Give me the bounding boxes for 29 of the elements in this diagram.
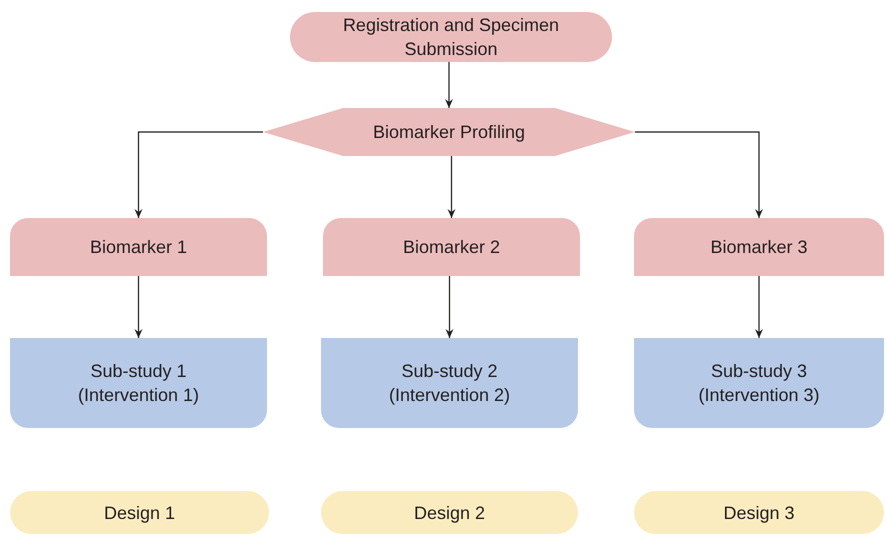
process-box xyxy=(321,491,578,534)
process-box xyxy=(634,218,884,276)
process-box xyxy=(321,338,578,428)
node-label: Registration and Specimen Submission xyxy=(342,14,560,61)
node-label: Design 2 xyxy=(414,502,486,524)
process-box xyxy=(323,218,580,276)
arrow xyxy=(755,276,763,338)
node-label: Sub-study 3 (Intervention 3) xyxy=(697,360,821,407)
process-box xyxy=(634,338,884,428)
process-box xyxy=(10,218,267,276)
node-label: Design 3 xyxy=(723,502,795,524)
node-label: Biomarker 2 xyxy=(402,236,500,259)
process-box xyxy=(10,491,269,534)
node-label: Design 1 xyxy=(104,502,176,524)
process-box xyxy=(290,12,612,62)
node-label: Biomarker 3 xyxy=(710,236,808,259)
node-label: Biomarker Profiling xyxy=(372,121,526,144)
process-box xyxy=(10,338,267,428)
arrow xyxy=(635,131,763,218)
arrow xyxy=(134,276,142,338)
node-label: Biomarker 1 xyxy=(90,236,188,259)
arrow xyxy=(448,156,456,218)
node-label: Sub-study 1 (Intervention 1) xyxy=(76,360,200,407)
arrow xyxy=(134,131,263,218)
hexagon-node xyxy=(263,108,635,156)
process-box xyxy=(634,491,884,534)
arrow xyxy=(445,62,453,108)
arrow xyxy=(446,276,454,338)
node-label: Sub-study 2 (Intervention 2) xyxy=(388,360,512,407)
